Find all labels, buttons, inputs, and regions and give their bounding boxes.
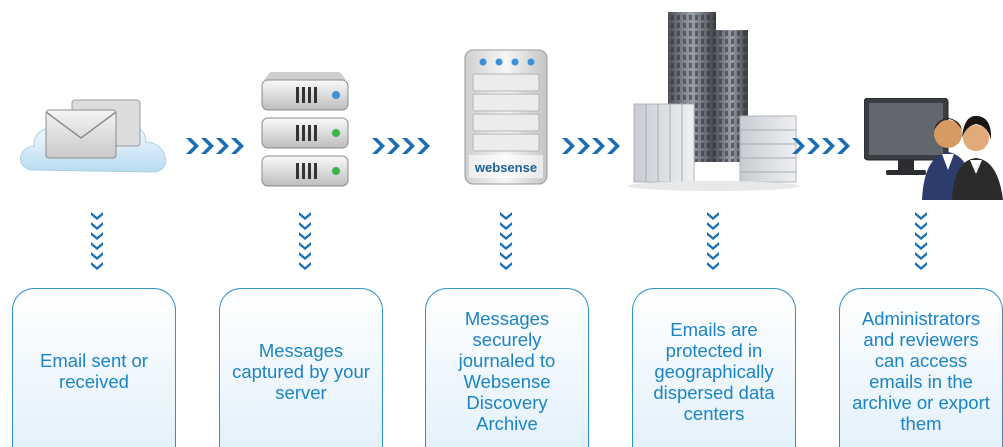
email-cloud-icon	[20, 99, 166, 173]
step-3-box: Messages securely journaled to Websense …	[425, 288, 589, 447]
connector-arrow-5	[915, 212, 927, 270]
flow-arrow-2-3	[372, 138, 430, 154]
step-2-label: Messages captured by your server	[232, 339, 370, 403]
step-1-box: Email sent or received	[12, 288, 176, 447]
server-icon	[261, 72, 349, 187]
connector-arrow-4	[707, 212, 719, 270]
connector-arrow-1	[91, 212, 103, 270]
flow-arrow-1-2	[186, 138, 244, 154]
step-3-label: Messages securely journaled to Websense …	[458, 308, 556, 434]
step-1-label: Email sent or received	[40, 350, 148, 392]
connector-arrow-2	[299, 212, 311, 270]
data-center-buildings-icon	[628, 12, 800, 191]
step-5-label: Administrators and reviewers can access …	[852, 308, 990, 434]
connector-arrow-3	[500, 212, 512, 270]
step-5-box: Administrators and reviewers can access …	[839, 288, 1003, 447]
websense-appliance-icon: websense	[464, 49, 548, 185]
step-4-box: Emails are protected in geographically d…	[632, 288, 796, 447]
administrators-computer-icon	[864, 98, 1003, 200]
flow-arrow-3-4	[562, 138, 620, 154]
flow-arrow-4-5	[792, 138, 850, 154]
step-2-box: Messages captured by your server	[219, 288, 383, 447]
websense-logo: websense	[474, 160, 537, 175]
step-4-label: Emails are protected in geographically d…	[653, 318, 775, 424]
